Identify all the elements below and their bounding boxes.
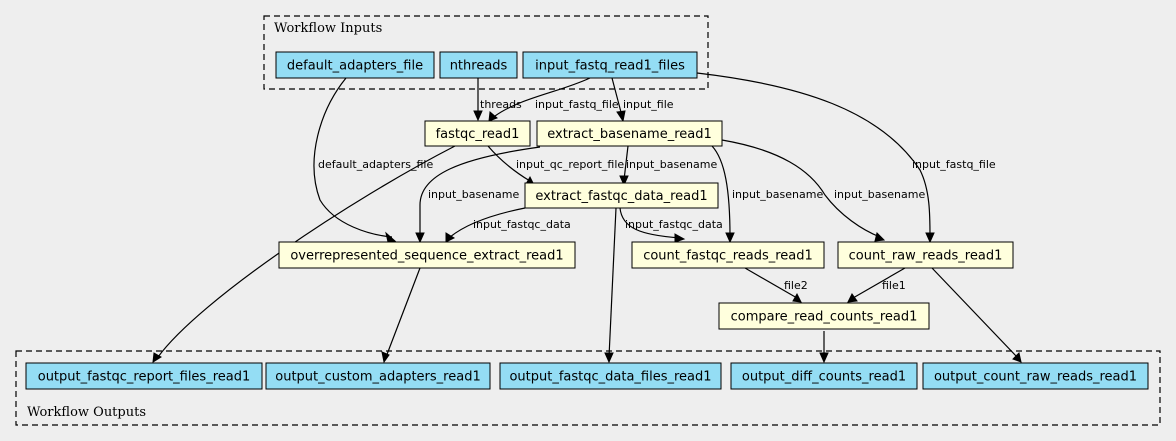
edge-data-outdata [604, 207, 617, 364]
edge-fastq-basename: input_file [611, 77, 674, 123]
edge-rawreads-outcount [931, 267, 1022, 363]
node-nthreads[interactable]: nthreads [439, 51, 518, 79]
node-overrepresented-sequence-extract-read1[interactable]: overrepresented_sequence_extract_read1 [278, 241, 576, 269]
node-output-custom-adapters-read1[interactable]: output_custom_adapters_read1 [265, 362, 491, 390]
node-output-fastqc-report-files-read1[interactable]: output_fastqc_report_files_read1 [25, 362, 263, 390]
svg-text:extract_basename_read1: extract_basename_read1 [547, 127, 712, 142]
edge-countfastqc-compare: file2 [744, 267, 808, 303]
edge-basename-overrep: input_basename [415, 146, 541, 244]
svg-text:overrepresented_sequence_extra: overrepresented_sequence_extract_read1 [290, 249, 563, 264]
edge-data-overrep: input_fastqc_data [445, 207, 571, 243]
node-count-fastqc-reads-read1[interactable]: count_fastqc_reads_read1 [631, 241, 825, 269]
svg-text:extract_fastqc_data_read1: extract_fastqc_data_read1 [535, 189, 707, 204]
edge-fastq-rawreads: input_fastq_file [696, 72, 996, 244]
cluster-title-outputs: Workflow Outputs [27, 405, 146, 420]
edge-label: input_basename [428, 188, 519, 201]
node-input-fastq-read1-files[interactable]: input_fastq_read1_files [522, 51, 698, 79]
edge-fastq-fastqc: input_fastq_file [488, 77, 619, 122]
edge-overrep-outadapters [381, 267, 421, 364]
edge-label: input_fastqc_data [625, 218, 723, 231]
svg-text:compare_read_counts_read1: compare_read_counts_read1 [731, 310, 918, 325]
edge-label: input_fastq_file [535, 98, 619, 111]
node-extract-basename-read1[interactable]: extract_basename_read1 [536, 120, 723, 147]
edge-basename-rawreads: input_basename [721, 139, 925, 242]
svg-text:output_custom_adapters_read1: output_custom_adapters_read1 [275, 370, 480, 385]
edge-label: input_basename [834, 188, 925, 201]
edge-label: input_file [623, 98, 674, 111]
edge-label: input_fastqc_data [473, 218, 571, 231]
node-count-raw-reads-read1[interactable]: count_raw_reads_read1 [837, 241, 1014, 269]
edge-label: file2 [784, 279, 808, 292]
cluster-workflow-inputs: Workflow Inputs [263, 15, 709, 90]
node-default-adapters-file[interactable]: default_adapters_file [275, 51, 435, 79]
svg-text:nthreads: nthreads [450, 59, 508, 74]
svg-text:output_fastqc_report_files_rea: output_fastqc_report_files_read1 [38, 370, 251, 385]
edge-rawreads-compare: file1 [847, 267, 906, 303]
node-output-fastqc-data-files-read1[interactable]: output_fastqc_data_files_read1 [499, 362, 722, 390]
edge-nthreads-fastqc: threads [473, 78, 522, 122]
edge-label: input_basename [732, 188, 823, 201]
node-extract-fastqc-data-read1[interactable]: extract_fastqc_data_read1 [524, 182, 719, 209]
svg-text:output_fastqc_data_files_read1: output_fastqc_data_files_read1 [509, 370, 711, 385]
svg-text:output_count_raw_reads_read1: output_count_raw_reads_read1 [934, 370, 1137, 385]
cluster-title-inputs: Workflow Inputs [274, 21, 382, 36]
svg-text:output_diff_counts_read1: output_diff_counts_read1 [742, 370, 906, 385]
edge-label: input_qc_report_file [516, 158, 624, 171]
node-compare-read-counts-read1[interactable]: compare_read_counts_read1 [718, 302, 930, 330]
edge-basename-extractdata: input_basename [619, 145, 717, 187]
svg-text:fastqc_read1: fastqc_read1 [436, 127, 520, 142]
edge-compare-outdiff [819, 331, 829, 364]
svg-text:input_fastq_read1_files: input_fastq_read1_files [535, 59, 685, 74]
edge-adapters-overrep: default_adapters_file [313, 77, 433, 243]
node-fastqc-read1[interactable]: fastqc_read1 [424, 120, 531, 147]
edge-label: threads [480, 98, 522, 111]
cluster-workflow-outputs: Workflow Outputs [15, 350, 1161, 426]
edge-label: input_basename [626, 158, 717, 171]
svg-text:count_raw_reads_read1: count_raw_reads_read1 [849, 249, 1003, 264]
edge-label: file1 [882, 279, 906, 292]
edge-data-countfastqc: input_fastqc_data [619, 207, 723, 243]
svg-text:default_adapters_file: default_adapters_file [287, 59, 423, 74]
edge-label: input_fastq_file [912, 158, 996, 171]
node-output-diff-counts-read1[interactable]: output_diff_counts_read1 [730, 362, 918, 390]
node-output-count-raw-reads-read1[interactable]: output_count_raw_reads_read1 [922, 362, 1149, 390]
edge-label: default_adapters_file [318, 158, 433, 171]
svg-text:count_fastqc_reads_read1: count_fastqc_reads_read1 [643, 249, 813, 264]
edge-basename-countfastqc: input_basename [711, 145, 823, 244]
